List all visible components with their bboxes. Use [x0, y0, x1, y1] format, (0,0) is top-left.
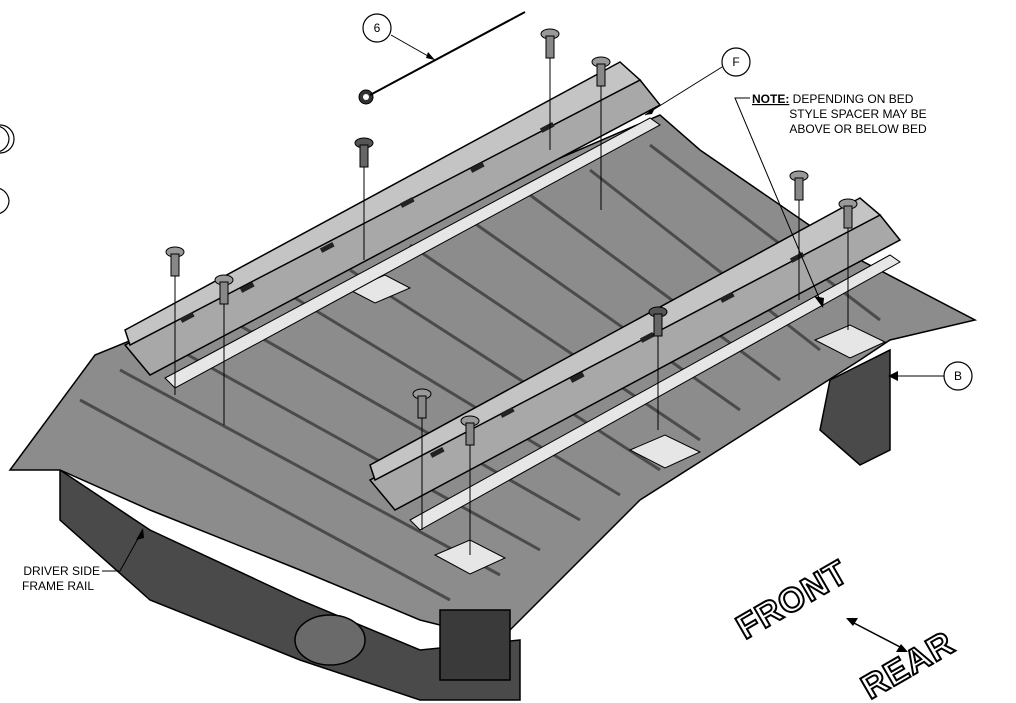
carriage-bolts [165, 28, 858, 555]
front-label: FRONT [730, 553, 855, 647]
front-rail-assembly [123, 61, 662, 389]
rear-label: REAR [855, 624, 961, 703]
callout-f-label: F [732, 55, 739, 69]
spacer-plate [628, 434, 702, 469]
front-rail-upper [124, 61, 642, 347]
frame-rail-passenger-side [819, 348, 891, 466]
driver-side-label: DRIVER SIDE FRAME RAIL [22, 528, 144, 593]
svg-text:NOTE: DEPENDING ON BED: NOTE: DEPENDING ON BED [752, 92, 914, 106]
wheel-well [294, 614, 366, 666]
direction-arrow-line [851, 621, 903, 649]
callout-partial-upper [0, 124, 15, 154]
bolt [789, 170, 809, 300]
spacer-plates [348, 274, 887, 575]
bolt [838, 198, 858, 330]
bolt [354, 137, 374, 260]
note-line3: ABOVE OR BELOW BED [789, 122, 927, 136]
callout-f: F [644, 47, 751, 116]
driver-side-line1: DRIVER SIDE [23, 564, 100, 578]
callout-6: 6 [362, 11, 526, 96]
direction-indicator: FRONT REAR [729, 552, 962, 703]
bolt [412, 388, 432, 530]
bolt [591, 56, 611, 210]
bolt [540, 28, 560, 150]
bolt [165, 246, 185, 395]
front-spacer-strip [164, 117, 661, 389]
callout-b: B [888, 361, 973, 391]
callout-6-label: 6 [374, 21, 381, 35]
front-rail-slots [179, 121, 555, 323]
rear-rail-upper [369, 197, 882, 482]
rear-bracket [439, 609, 511, 681]
front-arrowhead [846, 618, 858, 626]
nut [358, 89, 374, 105]
driver-side-leader [102, 534, 141, 572]
bolt [648, 306, 668, 430]
bolt [214, 274, 234, 425]
spacer-plate [813, 324, 887, 359]
spacer-plate [433, 539, 507, 575]
note-line2: STYLE SPACER MAY BE [789, 107, 926, 121]
note-label: NOTE: [752, 92, 789, 106]
rear-spacer-strip [409, 254, 901, 531]
note-leader [734, 97, 821, 301]
callout-b-label: B [954, 369, 962, 383]
bolt [460, 415, 480, 555]
note-block: NOTE: DEPENDING ON BED STYLE SPACER MAY … [734, 92, 927, 308]
driver-side-line2: FRAME RAIL [22, 579, 94, 593]
callout-partial-upper-arc [0, 126, 10, 152]
rear-arrowhead [896, 644, 908, 652]
callout-partial-lower-arc [0, 188, 10, 214]
truck-bed [8, 114, 978, 701]
rear-rail-assembly [368, 197, 902, 531]
note-line1: DEPENDING ON BED [789, 92, 913, 106]
